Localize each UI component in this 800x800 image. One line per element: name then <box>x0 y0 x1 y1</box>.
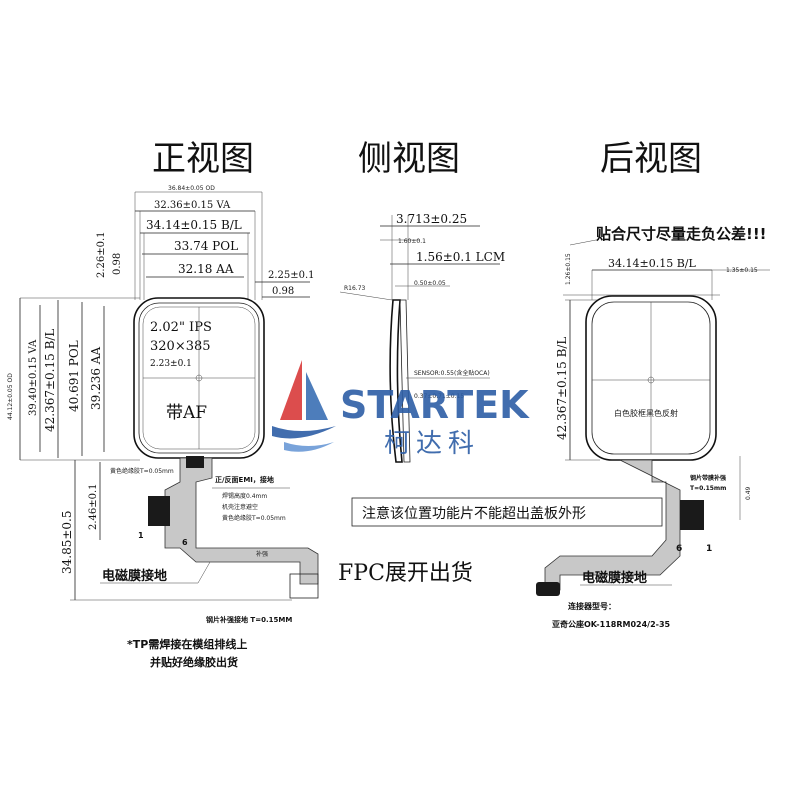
watermark-brand: STARTEK <box>340 383 530 427</box>
side-dim-small: 1.60±0.1 <box>398 238 426 245</box>
front-panel-inner <box>138 302 260 454</box>
back-note-conn-1: 连接器型号： <box>568 601 616 611</box>
front-label-pin1: 1 <box>138 531 144 540</box>
back-view: 贴合尺寸尽量走负公差!!! 1.26±0.15 34.14±0.15 B/L 1… <box>536 225 770 629</box>
front-label-emi: 电磁膜接地 <box>102 568 167 584</box>
logo-sail-blue-icon <box>306 372 328 420</box>
front-dim-v-va: 39.40±0.15 VA <box>28 339 39 416</box>
side-dim-lcm: 1.56±0.1 LCM <box>416 250 505 264</box>
front-spec-res: 320×385 <box>150 339 211 354</box>
front-dim-v-bl: 42.367±0.15 B/L <box>43 329 57 432</box>
side-view-title: 侧视图 <box>358 139 460 179</box>
side-lcm-profile <box>399 299 411 463</box>
front-note-avoid: 机壳注意避空 <box>222 503 258 511</box>
front-note-yellow-tape2: 黄色绝缘胶T=0.05mm <box>222 514 286 522</box>
logo-wave-2-icon <box>284 442 334 452</box>
front-dim-top-small: 0.98 <box>112 253 123 275</box>
front-dim-v-od: 44.12±0.05 OD <box>7 373 14 420</box>
back-dim-right-offset: 1.35±0.15 <box>726 267 758 274</box>
side-dim-radius: R16.73 <box>344 285 366 292</box>
side-view: 3.713±0.25 1.60±0.1 1.56±0.1 LCM 0.50±0.… <box>339 212 505 463</box>
side-cover-profile <box>389 299 403 463</box>
side-dim-total: 3.713±0.25 <box>396 212 467 226</box>
front-note-solder: 焊锡高度0.4mm <box>222 492 267 500</box>
back-label-emi: 电磁膜接地 <box>582 570 647 586</box>
back-label-pin1: 1 <box>706 544 712 554</box>
watermark-brand-cn: 柯达科 <box>384 429 480 459</box>
front-note-pad: 正/反面EMI，接地 <box>215 475 274 484</box>
back-fpc <box>544 459 681 591</box>
back-note-tape: 白色胶框黑色反射 <box>614 408 678 418</box>
front-dim-top-offset: 2.26±0.1 <box>96 231 107 278</box>
back-note-conn-2: 亚奇公座OK-118RM024/2-35 <box>552 619 671 629</box>
back-center-mark <box>647 376 655 384</box>
front-center-mark <box>195 374 203 382</box>
back-dim-top-offset: 1.26±0.15 <box>565 253 572 285</box>
front-dim-right-offset: 2.25±0.1 <box>268 270 315 281</box>
back-label-pin6: 6 <box>676 544 682 554</box>
front-dim-aa: 32.18 AA <box>178 262 234 276</box>
back-note-fit: 贴合尺寸尽量走负公差!!! <box>596 225 767 243</box>
front-dim-v-pol: 40.691 POL <box>67 340 81 412</box>
front-dim-v-aa: 39.236 AA <box>89 347 103 410</box>
front-note-tp-2: 并贴好绝缘胶出货 <box>150 655 238 669</box>
back-note-steel: 钢片带膜补强 <box>690 474 726 482</box>
back-connector <box>536 582 560 596</box>
front-dim-fpc-total: 34.85±0.5 <box>60 511 74 575</box>
front-af-label: 带AF <box>166 403 207 423</box>
front-connector <box>289 573 319 599</box>
back-emi-pad <box>680 500 704 530</box>
front-note-tp-1: *TP需焊接在模组排线上 <box>127 637 247 651</box>
front-dim-pol: 33.74 POL <box>174 239 238 253</box>
logo-sail-red-icon <box>280 360 302 420</box>
front-view: 36.84±0.05 OD 32.36±0.15 VA 34.14±0.15 B… <box>7 185 319 669</box>
front-emi-pad <box>148 496 170 526</box>
side-dim-gap: 0.50±0.05 <box>414 280 446 287</box>
back-note-steel2: T=0.15mm <box>690 485 726 492</box>
function-note-box <box>351 497 663 527</box>
front-view-title: 正视图 <box>152 139 254 179</box>
front-dim-od: 36.84±0.05 OD <box>168 185 215 192</box>
function-note: 注意该位置功能片不能超出盖板外形 <box>362 505 586 522</box>
front-fpc-bond <box>186 456 204 468</box>
back-dim-side: 0.49 <box>745 486 752 500</box>
front-dim-bl: 34.14±0.15 B/L <box>146 218 242 232</box>
fpc-ship-note: FPC展开出货 <box>338 561 473 586</box>
front-dim-fpc-small: 2.46±0.1 <box>88 483 99 530</box>
front-label-pcb: 补强 <box>256 550 268 558</box>
back-dim-v-bl: 42.367±0.15 B/L <box>555 337 569 440</box>
back-view-title: 后视图 <box>600 139 702 179</box>
front-note-yellow-tape: 黄色绝缘胶T=0.05mm <box>110 467 174 475</box>
side-note-bottom: 0.37±0.71±0.15 <box>414 393 464 400</box>
side-note-sensor: SENSOR:0.55(含全贴OCA) <box>414 369 490 377</box>
front-dim-right-small: 0.98 <box>272 286 294 297</box>
logo-wave-icon <box>272 426 336 439</box>
front-note-steel: 钢片补强接地 T=0.15MM <box>206 615 292 624</box>
front-spec-size: 2.02" IPS <box>150 320 212 335</box>
front-spec-center: 2.23±0.1 <box>150 359 192 369</box>
back-dim-bl: 34.14±0.15 B/L <box>608 257 696 270</box>
front-label-pin6: 6 <box>182 538 188 547</box>
watermark: STARTEK 柯达科 <box>272 360 530 459</box>
center-notes: 注意该位置功能片不能超出盖板外形 FPC展开出货 <box>338 497 663 586</box>
front-dim-va: 32.36±0.15 VA <box>154 200 231 211</box>
